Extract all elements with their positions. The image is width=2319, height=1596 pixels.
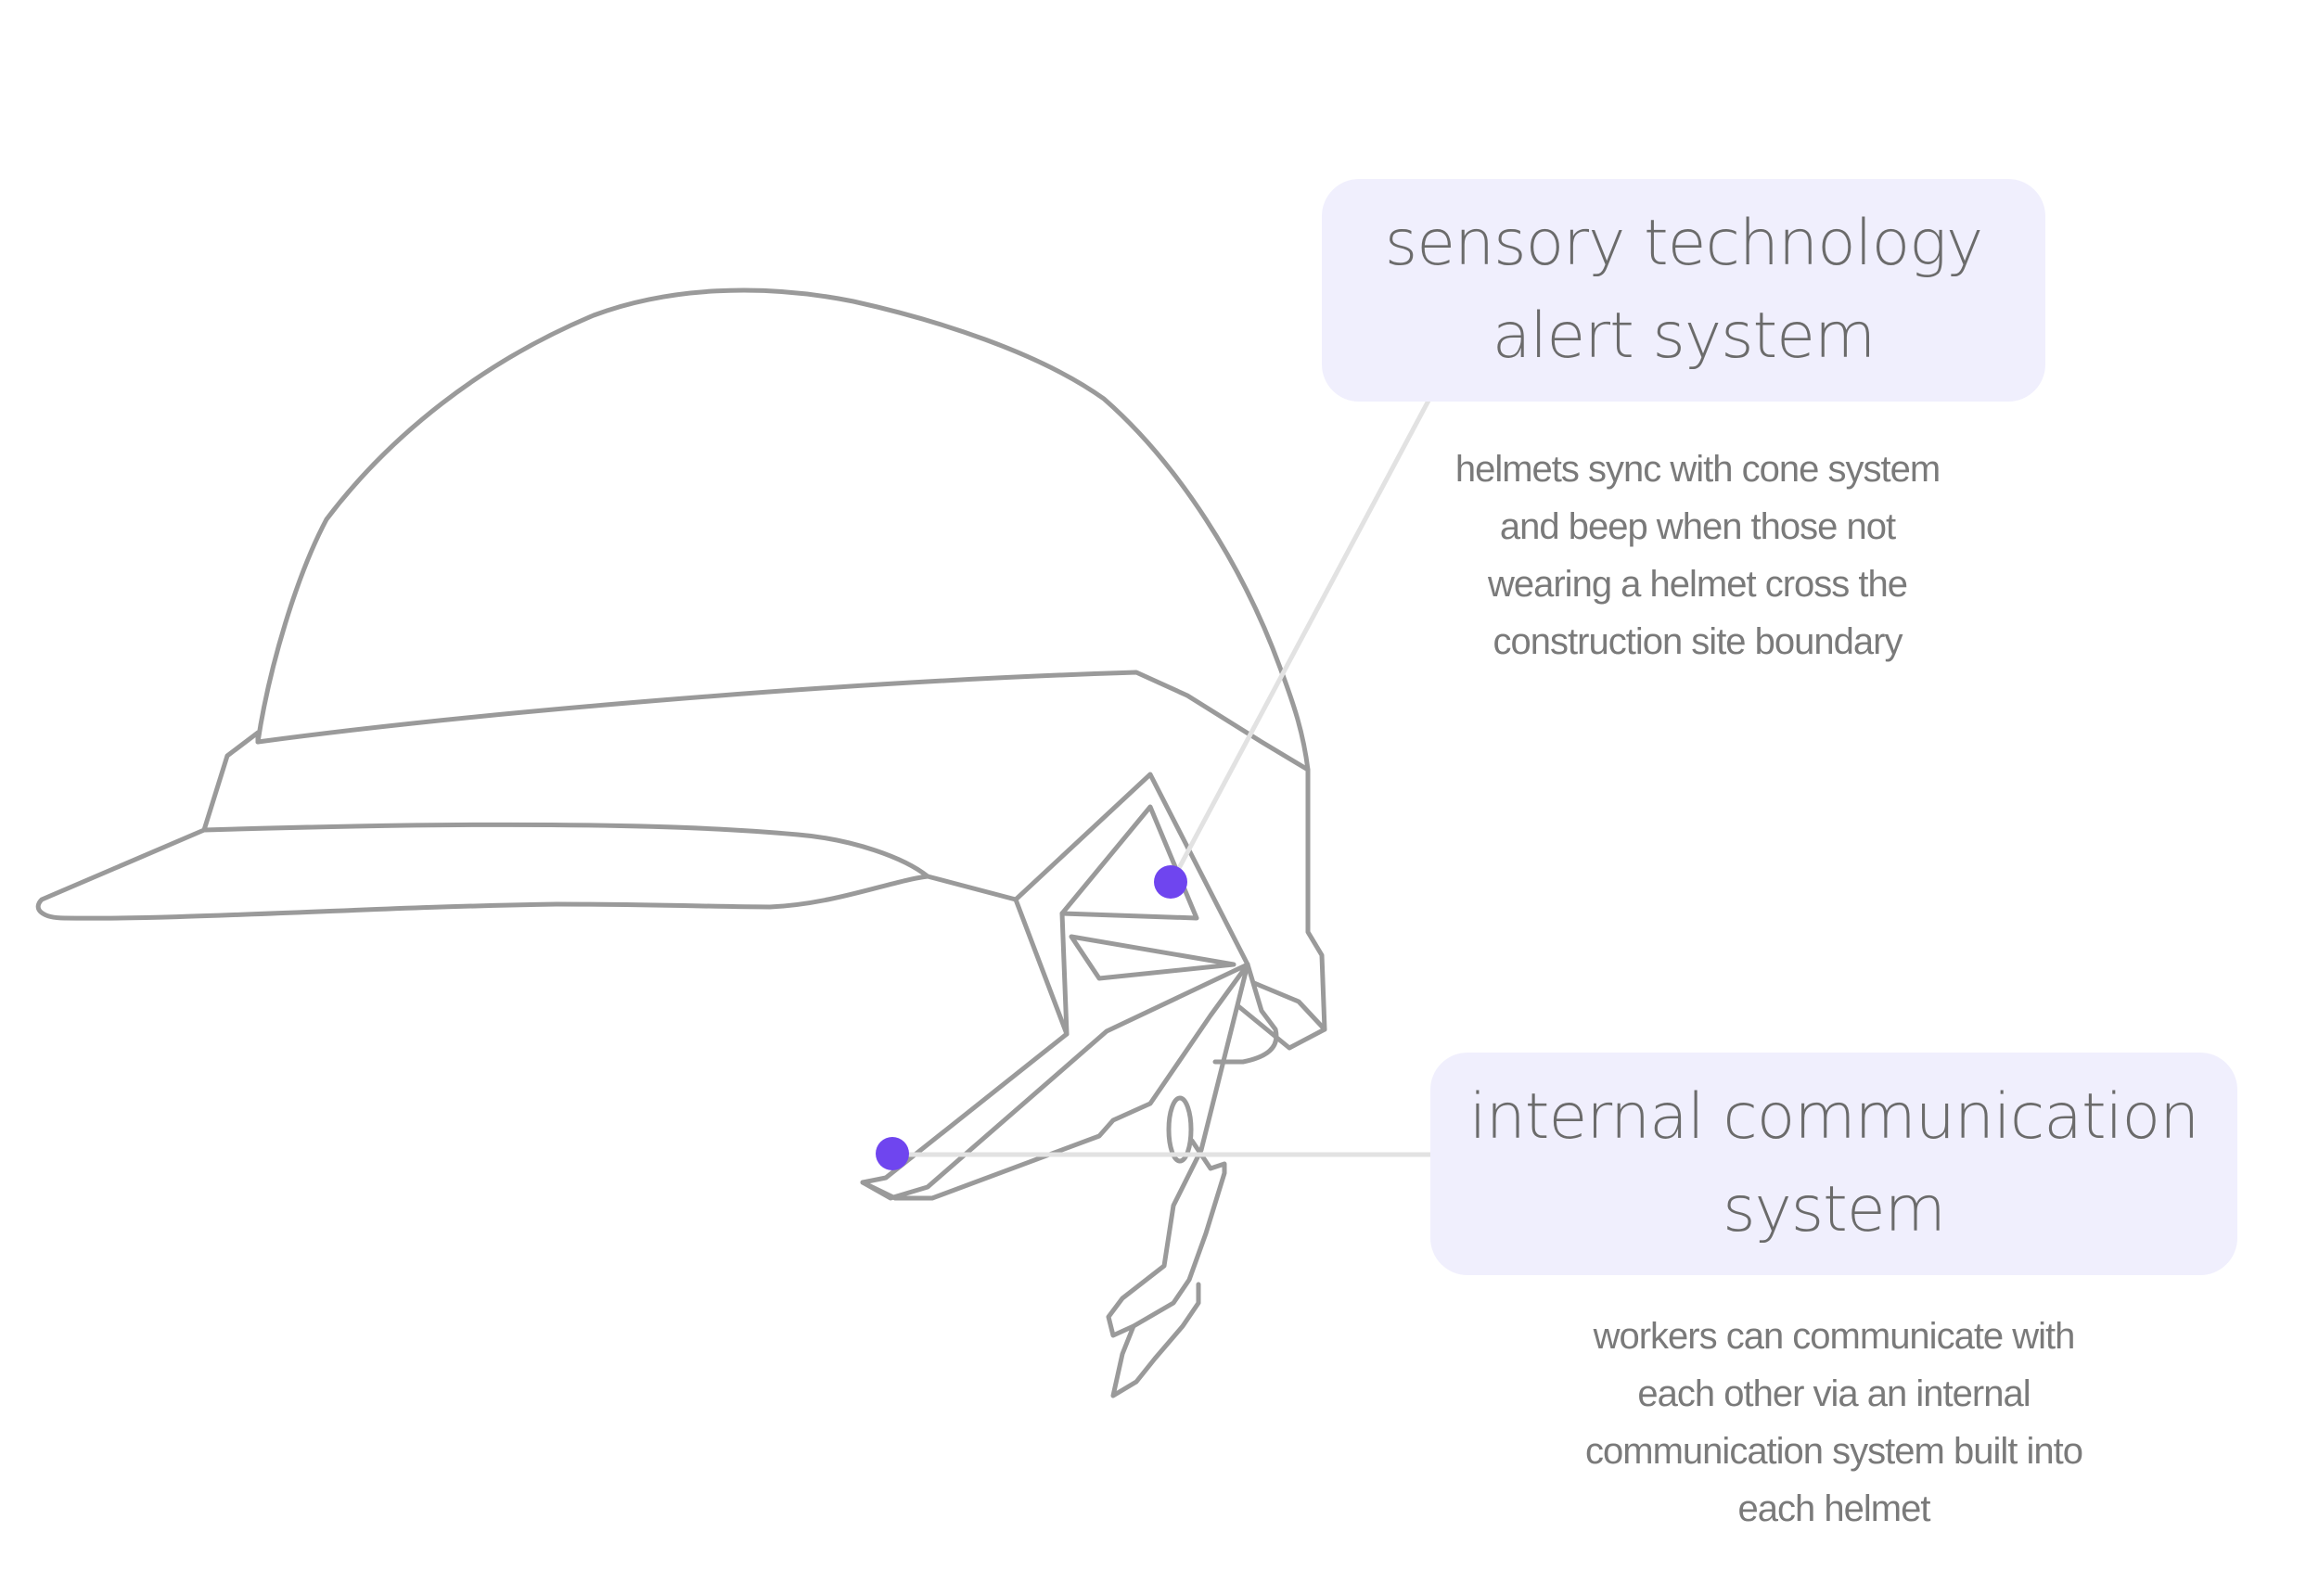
harness-frame <box>860 772 1250 1201</box>
callout-communication-description: workers can communicate with each other … <box>1509 1308 2159 1538</box>
chin-strap <box>860 962 1250 1201</box>
callout-communication-box: internal communication system <box>1430 1053 2237 1275</box>
ear-slot <box>1166 1095 1194 1164</box>
leader-line-sensory <box>1168 399 1431 886</box>
callout-sensory-desc-line: and beep when those not <box>1499 506 1896 547</box>
harness-inner-lower <box>1069 934 1236 981</box>
helmet-band-top <box>255 670 1311 772</box>
callout-sensory-description: helmets sync with cone system and beep w… <box>1373 440 2022 670</box>
rear-clip <box>1212 962 1279 1065</box>
helmet-back <box>1236 767 1327 1051</box>
strap-tail <box>1110 1282 1201 1398</box>
rear-clip-inner <box>1251 980 1327 1032</box>
callout-communication-desc-line: workers can communicate with <box>1593 1316 2076 1357</box>
helmet-dome <box>255 287 1311 772</box>
callout-sensory-desc-line: wearing a helmet cross the <box>1487 564 1908 605</box>
callout-sensory-desc-line: helmets sync with cone system <box>1454 449 1941 490</box>
callout-communication-title-line-2: system <box>1723 1173 1946 1246</box>
marker-communication[interactable] <box>876 1137 909 1170</box>
callout-communication-title-line-1: internal communication <box>1468 1080 2199 1154</box>
helmet-brim-top <box>201 822 1019 902</box>
callout-communication-desc-line: each helmet <box>1737 1488 1931 1529</box>
callout-sensory-box: sensory technology alert system <box>1322 179 2045 402</box>
callout-communication-desc-line: each other via an internal <box>1637 1373 2031 1414</box>
callout-sensory-title-line-1: sensory technology <box>1384 207 1983 280</box>
harness-inner-upper <box>1059 804 1199 921</box>
helmet-brim <box>35 827 930 921</box>
helmet-band-end <box>201 730 261 833</box>
callout-sensory-title-line-2: alert system <box>1492 300 1876 373</box>
callout-sensory-desc-line: construction site boundary <box>1493 621 1903 662</box>
helmet-outline <box>35 287 1327 1398</box>
harness-left-strip <box>1059 911 1070 1037</box>
callout-communication-desc-line: communication system built into <box>1585 1431 2083 1472</box>
marker-sensory[interactable] <box>1154 865 1187 899</box>
